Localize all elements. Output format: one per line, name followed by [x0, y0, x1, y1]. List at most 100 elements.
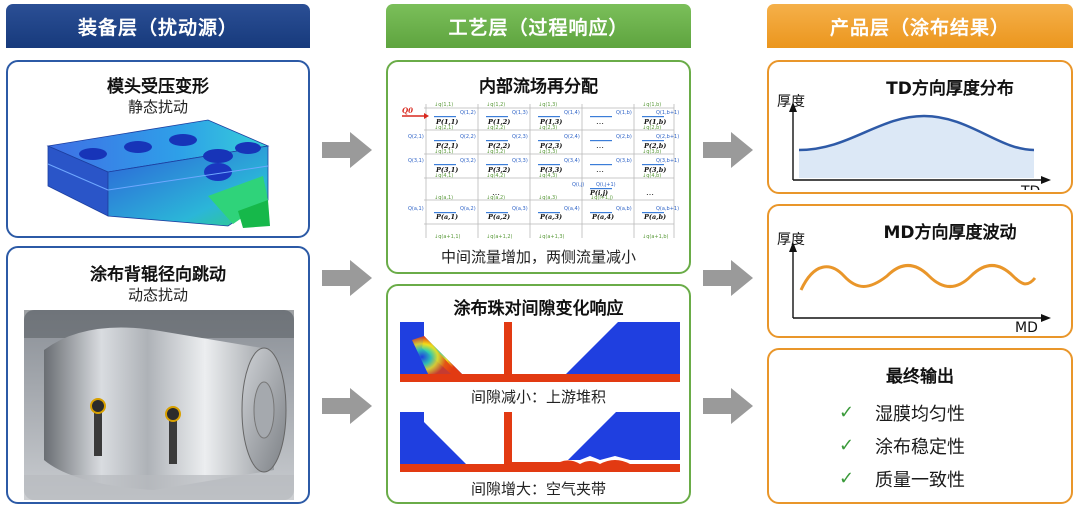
svg-text:Q(3,4): Q(3,4): [564, 158, 580, 164]
svg-text:Q(a,2): Q(a,2): [460, 206, 476, 212]
die-fem-image: [46, 119, 270, 228]
svg-text:Q(2,3): Q(2,3): [512, 134, 528, 140]
svg-text:↓q(3,b): ↓q(3,b): [642, 149, 661, 155]
output-item-label: 质量一致性: [875, 469, 965, 491]
output-item-label: 湿膜均匀性: [875, 403, 965, 425]
node-label: P(a,1): [435, 213, 458, 221]
list-item: ✓ 涂布稳定性: [839, 429, 965, 462]
static-disturbance-label: 静态扰动: [127, 98, 188, 116]
td-thickness-chart: 厚度 TD: [777, 94, 1051, 190]
node-label: P(1,1): [435, 118, 458, 126]
list-item: ✓ 湿膜均匀性: [839, 396, 965, 429]
td-thickness-title: TD方向厚度分布: [886, 79, 1014, 99]
node-label: P(i,j): [589, 189, 608, 197]
dynamic-disturbance-label: 动态扰动: [127, 286, 188, 304]
svg-text:↓q(2,2): ↓q(2,2): [486, 125, 505, 131]
node-label: P(a,3): [539, 213, 562, 221]
ellipsis-label: …: [492, 188, 500, 197]
md-thickness-panel: MD方向厚度波动 厚度 MD: [767, 204, 1073, 338]
svg-text:Q(a,4): Q(a,4): [564, 206, 580, 212]
equipment-layer-header: 装备层（扰动源）: [6, 4, 310, 48]
arrow-right-icon: [322, 388, 372, 424]
backing-roll-panel: 涂布背辊径向跳动 动态扰动: [6, 246, 310, 504]
svg-text:Q(3,1): Q(3,1): [408, 158, 424, 164]
gap-decrease-caption: 间隙减小：上游堆积: [470, 388, 606, 406]
check-icon: ✓: [839, 468, 855, 489]
node-label: P(3,3): [539, 166, 562, 174]
svg-text:↓q(3,2): ↓q(3,2): [486, 149, 505, 155]
svg-text:↓q(4,3): ↓q(4,3): [538, 173, 557, 179]
x-axis-label: MD: [1015, 320, 1038, 334]
node-label: P(2,3): [539, 142, 562, 150]
svg-text:Q(2,b+1): Q(2,b+1): [656, 134, 679, 140]
svg-text:Q(2,1): Q(2,1): [408, 134, 424, 140]
arrow-right-icon: [322, 260, 372, 296]
arrow-right-icon: [703, 260, 753, 296]
node-label: P(a,2): [487, 213, 510, 221]
product-layer-header: 产品层（涂布结果）: [767, 4, 1073, 48]
list-item: ✓ 质量一致性: [839, 462, 965, 495]
y-axis-label: 厚度: [777, 232, 805, 248]
svg-text:↓q(a,3): ↓q(a,3): [538, 195, 557, 201]
flow-field-caption: 中间流量增加，两侧流量减小: [440, 248, 636, 266]
svg-text:Q(3,2): Q(3,2): [460, 158, 476, 164]
ellipsis-label: …: [596, 165, 604, 174]
output-list: ✓ 湿膜均匀性 ✓ 涂布稳定性 ✓ 质量一致性: [839, 396, 965, 495]
die-deformation-panel: 模头受压变形 静态扰动: [6, 60, 310, 238]
x-axis-label: TD: [1020, 184, 1040, 190]
td-thickness-panel: TD方向厚度分布 厚度 TD: [767, 60, 1073, 194]
ellipsis-label: …: [596, 141, 604, 150]
check-icon: ✓: [839, 402, 855, 423]
arrow-right-icon: [322, 132, 372, 168]
svg-text:Q(i,j): Q(i,j): [572, 182, 584, 188]
coating-bead-title: 涂布珠对间隙变化响应: [453, 299, 624, 319]
coating-bead-panel: 涂布珠对间隙变化响应 间隙减小：上游堆积 间隙增大：空气夹带: [386, 284, 691, 504]
svg-text:↓q(4,1): ↓q(4,1): [434, 173, 453, 179]
svg-text:↓q(1,2): ↓q(1,2): [486, 102, 505, 108]
svg-text:↓q(a+1,3): ↓q(a+1,3): [538, 234, 565, 240]
svg-text:Q(a,3): Q(a,3): [512, 206, 528, 212]
node-label: P(1,2): [487, 118, 510, 126]
svg-text:↓q(a,1): ↓q(a,1): [434, 195, 453, 201]
node-label: P(3,2): [487, 166, 510, 174]
cfd-gap-increase-image: [400, 412, 680, 472]
node-label: P(a,4): [591, 213, 614, 221]
svg-text:↓q(a+1,2): ↓q(a+1,2): [486, 234, 513, 240]
die-deformation-title: 模头受压变形: [107, 77, 209, 97]
svg-text:Q(1,2): Q(1,2): [460, 110, 476, 116]
svg-text:↓q(2,1): ↓q(2,1): [434, 125, 453, 131]
svg-text:Q(2,2): Q(2,2): [460, 134, 476, 140]
svg-text:Q(3,b+1): Q(3,b+1): [656, 158, 679, 164]
svg-text:Q(i,j+1): Q(i,j+1): [596, 182, 616, 188]
svg-text:Q(1,4): Q(1,4): [564, 110, 580, 116]
node-label: P(2,b): [643, 142, 666, 150]
svg-text:↓q(1,b): ↓q(1,b): [642, 102, 661, 108]
node-label: P(2,1): [435, 142, 458, 150]
svg-text:↓q(2,3): ↓q(2,3): [538, 125, 557, 131]
svg-text:Q(2,b): Q(2,b): [616, 134, 632, 140]
backing-roll-title: 涂布背辊径向跳动: [90, 265, 226, 285]
svg-text:↓q(2,b): ↓q(2,b): [642, 125, 661, 131]
arrow-right-icon: [703, 132, 753, 168]
svg-text:↓q(a+1,b): ↓q(a+1,b): [642, 234, 669, 240]
cfd-gap-decrease-image: [400, 322, 680, 382]
flow-network-diagram: ↓q(1,1)↓q(1,2)↓q(1,3)↓q(1,b) ↓q(2,1)↓q(2…: [402, 102, 679, 240]
final-output-title: 最终输出: [886, 367, 954, 387]
svg-text:Q(a,b+1): Q(a,b+1): [656, 206, 679, 212]
svg-text:Q(3,b): Q(3,b): [616, 158, 632, 164]
svg-text:↓q(a,2): ↓q(a,2): [486, 195, 505, 201]
inflow-label: Q0: [402, 106, 413, 115]
gap-increase-caption: 间隙增大：空气夹带: [470, 480, 606, 498]
svg-text:↓q(1,1): ↓q(1,1): [434, 102, 453, 108]
flow-field-title: 内部流场再分配: [479, 77, 598, 97]
svg-text:↓q(i+1,j): ↓q(i+1,j): [590, 195, 613, 201]
process-layer-header: 工艺层（过程响应）: [386, 4, 691, 48]
svg-text:Q(1,b): Q(1,b): [616, 110, 632, 116]
ellipsis-label: …: [646, 188, 654, 197]
final-output-panel: 最终输出 ✓ 湿膜均匀性 ✓ 涂布稳定性 ✓ 质量一致性: [767, 348, 1073, 504]
svg-text:Q(1,3): Q(1,3): [512, 110, 528, 116]
svg-text:Q(a,b): Q(a,b): [616, 206, 632, 212]
md-thickness-title: MD方向厚度波动: [883, 223, 1017, 243]
node-label: P(a,b): [643, 213, 666, 221]
check-icon: ✓: [839, 435, 855, 456]
